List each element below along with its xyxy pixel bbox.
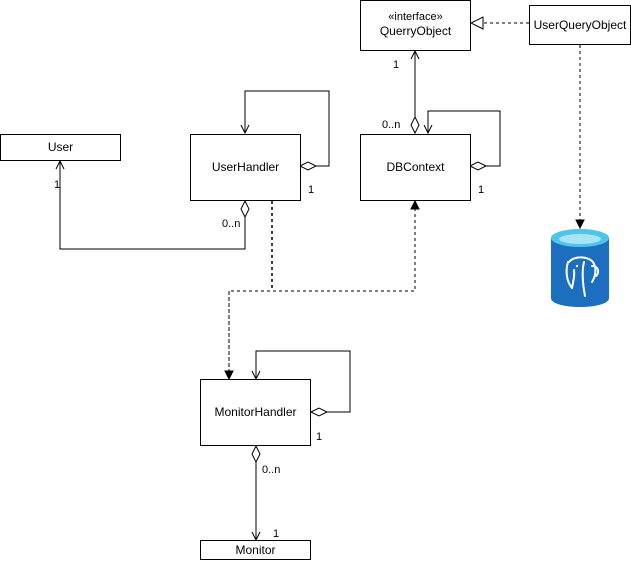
dbcontext-self-association (428, 110, 501, 171)
postgresql-database-icon (551, 229, 609, 307)
interface-stereotype-label: «interface» (388, 11, 442, 23)
class-userqueryobject[interactable]: UserQueryObject (529, 5, 631, 45)
class-dbcontext[interactable]: DBContext (360, 134, 471, 201)
class-userqueryobject-label: UserQueryObject (534, 18, 627, 32)
userhandler-user-association (60, 161, 250, 250)
class-dbcontext-label: DBContext (386, 160, 445, 174)
mult-user-end: 1 (54, 179, 60, 191)
class-user[interactable]: User (0, 134, 121, 161)
dbcontext-querryobject-association (410, 51, 420, 135)
mult-monitorhandler-self: 1 (316, 431, 322, 443)
class-monitor-label: Monitor (235, 543, 275, 557)
monitorhandler-dbcontext-dependency (228, 201, 415, 379)
interface-querryobject-label: QuerryObject (380, 24, 452, 38)
interface-querryobject[interactable]: «interface» QuerryObject (360, 0, 471, 51)
mult-monitorhandler-end: 0..n (262, 464, 280, 476)
class-monitor[interactable]: Monitor (200, 540, 311, 560)
monitorhandler-self-association (256, 350, 351, 417)
userhandler-self-association (245, 90, 330, 171)
mult-monitor-end: 1 (273, 528, 279, 540)
mult-dbcontext-end: 0..n (382, 119, 400, 131)
class-userhandler-label: UserHandler (212, 160, 279, 174)
mult-userhandler-end: 0..n (222, 218, 240, 230)
userhandler-monitorhandler-dependency (229, 201, 273, 379)
class-userhandler[interactable]: UserHandler (190, 134, 301, 201)
monitorhandler-monitor-association (251, 444, 261, 540)
mult-dbcontext-self: 1 (478, 184, 484, 196)
mult-userhandler-self: 1 (308, 184, 314, 196)
elephant-icon (565, 256, 600, 297)
class-monitorhandler[interactable]: MonitorHandler (200, 379, 311, 446)
mult-querryobject-end: 1 (393, 59, 399, 71)
class-user-label: User (48, 140, 73, 154)
class-monitorhandler-label: MonitorHandler (214, 405, 296, 419)
